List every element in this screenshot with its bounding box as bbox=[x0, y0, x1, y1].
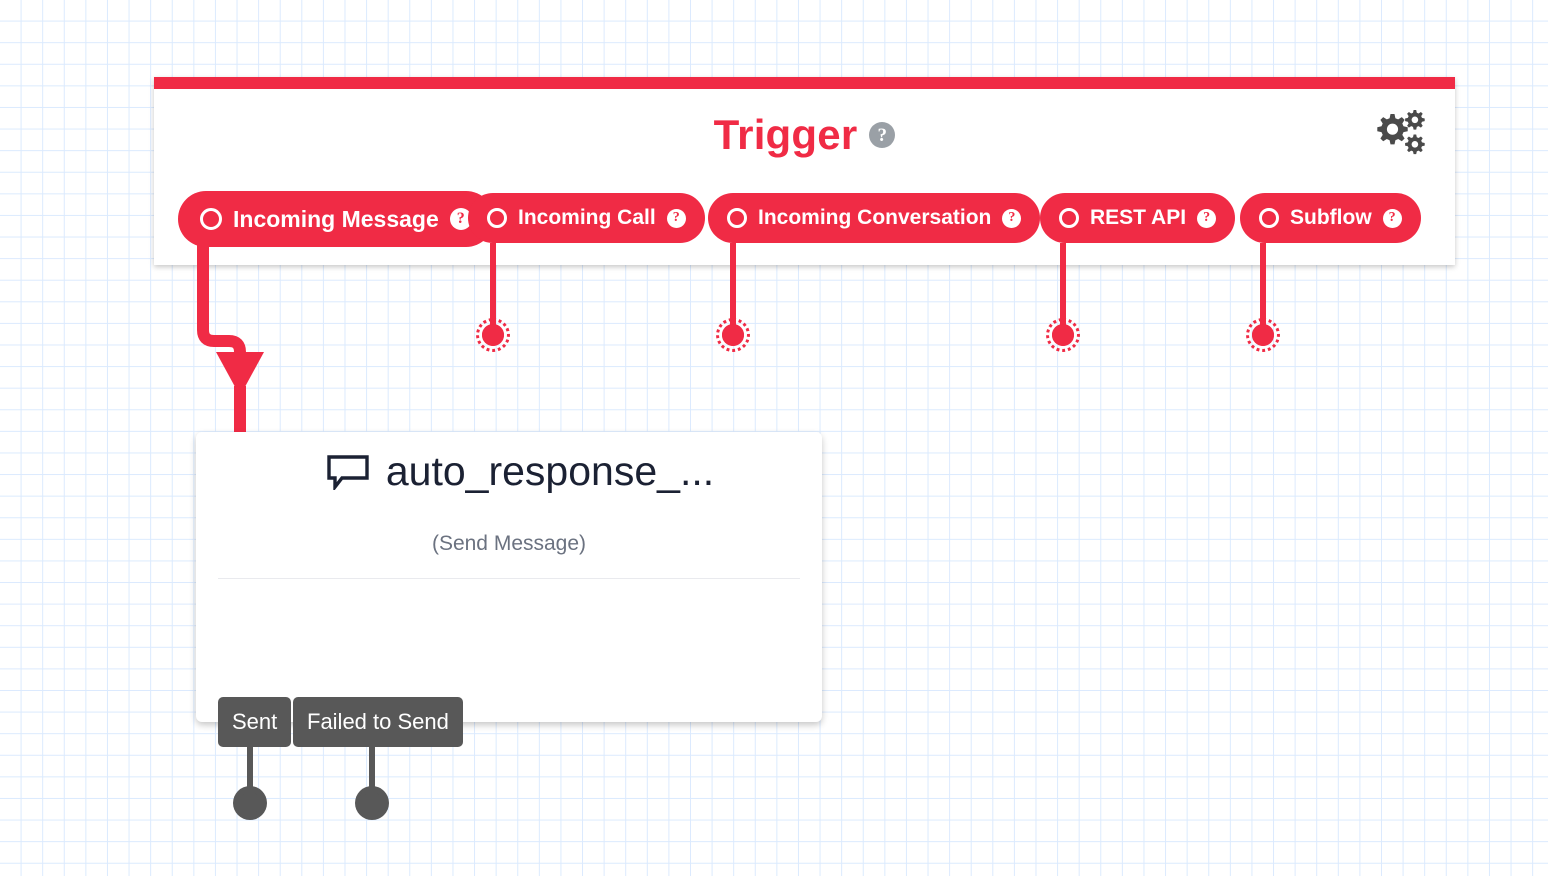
connector-wire-subflow bbox=[1260, 243, 1266, 325]
help-circle-icon[interactable]: ? bbox=[1382, 208, 1402, 228]
panel-title: Trigger ? bbox=[154, 114, 1455, 156]
help-circle-icon[interactable]: ? bbox=[1002, 208, 1022, 228]
radio-icon bbox=[200, 208, 222, 230]
gears-icon[interactable] bbox=[1375, 110, 1427, 156]
node-output-label: Sent bbox=[232, 709, 278, 734]
output-wire-sent bbox=[247, 747, 253, 805]
connector-wire-incoming-call bbox=[490, 243, 496, 325]
node-output-label: Failed to Send bbox=[307, 709, 449, 734]
trigger-chip-incoming-conversation[interactable]: Incoming Conversation ? bbox=[708, 193, 1041, 243]
node-header: auto_response_... bbox=[196, 450, 822, 493]
trigger-chip-incoming-message[interactable]: Incoming Message ? bbox=[178, 191, 494, 247]
radio-icon bbox=[727, 208, 747, 228]
trigger-chip-label: Incoming Message bbox=[233, 205, 439, 232]
node-output-sent[interactable]: Sent bbox=[218, 697, 292, 747]
trigger-chip-label: Subflow bbox=[1290, 206, 1372, 229]
radio-icon bbox=[487, 208, 507, 228]
help-circle-icon[interactable]: ? bbox=[449, 208, 472, 230]
help-circle-icon[interactable]: ? bbox=[869, 122, 896, 148]
trigger-chip-rest-api[interactable]: REST API ? bbox=[1040, 193, 1236, 243]
node-subtitle: (Send Message) bbox=[431, 532, 587, 555]
connector-endpoint-incoming-conversation[interactable] bbox=[716, 318, 750, 352]
flow-node-card[interactable]: auto_response_... (Send Message) bbox=[196, 432, 822, 722]
trigger-chip-label: REST API bbox=[1090, 206, 1187, 229]
trigger-chip-subflow[interactable]: Subflow ? bbox=[1240, 193, 1421, 243]
help-circle-icon[interactable]: ? bbox=[666, 208, 686, 228]
trigger-accent-bar bbox=[154, 77, 1455, 89]
trigger-chip-label: Incoming Call bbox=[518, 206, 656, 229]
connector-wire-rest-api bbox=[1060, 243, 1066, 325]
connector-endpoint-incoming-call[interactable] bbox=[476, 318, 510, 352]
node-divider bbox=[218, 578, 800, 579]
panel-title-text: Trigger bbox=[713, 111, 858, 158]
trigger-chip-incoming-call[interactable]: Incoming Call ? bbox=[468, 193, 705, 243]
node-output-failed-to-send[interactable]: Failed to Send bbox=[293, 697, 463, 747]
trigger-chip-label: Incoming Conversation bbox=[758, 206, 992, 229]
radio-icon bbox=[1059, 208, 1079, 228]
output-wire-failed-to-send bbox=[369, 747, 375, 805]
connector-endpoint-subflow[interactable] bbox=[1246, 318, 1280, 352]
speech-bubble-icon bbox=[327, 454, 369, 490]
help-circle-icon[interactable]: ? bbox=[1197, 208, 1217, 228]
connector-wire-incoming-conversation bbox=[730, 243, 736, 325]
output-endpoint-sent[interactable] bbox=[233, 786, 267, 820]
node-title: auto_response_... bbox=[385, 450, 715, 494]
radio-icon bbox=[1259, 208, 1279, 228]
connector-endpoint-rest-api[interactable] bbox=[1046, 318, 1080, 352]
output-endpoint-failed-to-send[interactable] bbox=[355, 786, 389, 820]
